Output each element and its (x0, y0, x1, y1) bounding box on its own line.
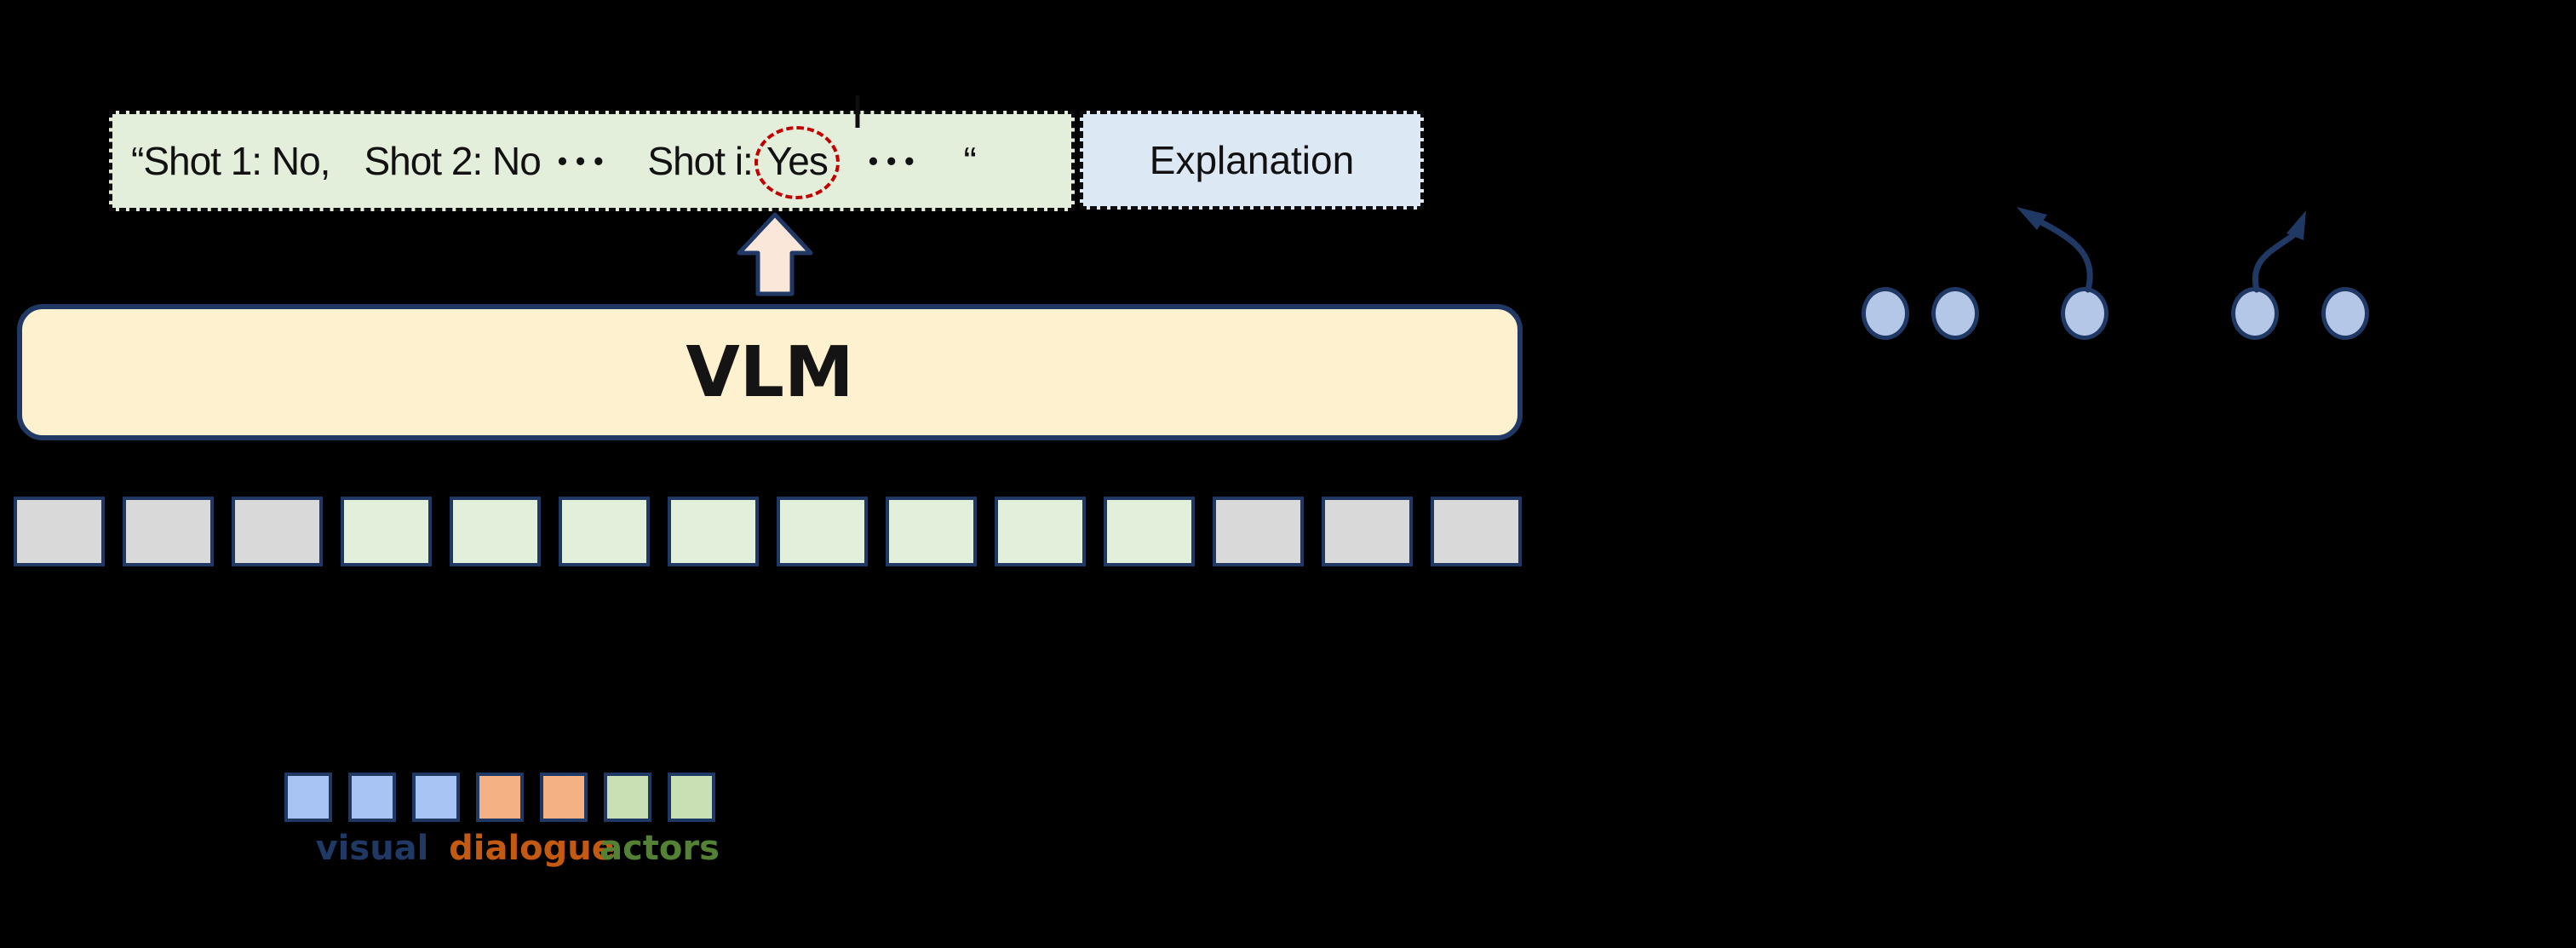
up-block-arrow-icon (737, 212, 813, 296)
legend-group-visual: visual (284, 773, 460, 868)
actors-swatch (604, 773, 651, 822)
curved-arrow-left-head-icon (2017, 207, 2047, 230)
legend-group-dialogue: dialogue (449, 773, 615, 868)
visual-swatch (348, 773, 396, 822)
answer-yes: Yes (766, 139, 829, 183)
token-square-green (668, 497, 759, 566)
vlm-label: VLM (686, 331, 854, 413)
explanation-label: Explanation (1149, 138, 1355, 182)
token-square-green (559, 497, 650, 566)
legend-label-dialogue: dialogue (449, 829, 615, 868)
ellipsis-dots: ••• (557, 145, 612, 176)
token-square-green (1104, 497, 1195, 566)
answer-shot2: Shot 2: No (364, 139, 541, 183)
token-square-green (886, 497, 977, 566)
legend-swatches (284, 773, 460, 822)
token-square-gray (1431, 497, 1522, 566)
curved-arrow-right-head-icon (2286, 210, 2306, 240)
dialogue-swatch (540, 773, 588, 822)
shot-circle (1862, 287, 1909, 340)
token-square-gray (1213, 497, 1304, 566)
answer-box: “Shot 1: No, Shot 2: No ••• Shot i: Yes … (109, 111, 1075, 211)
legend-swatches (476, 773, 588, 822)
visual-swatch (412, 773, 460, 822)
legend-label-visual: visual (315, 829, 429, 868)
answer-shot-i: Shot i: (647, 139, 753, 183)
token-square-gray (123, 497, 214, 566)
legend-label-actors: actors (600, 829, 720, 868)
curved-arrow-right (2252, 233, 2296, 293)
answer-shot1: “Shot 1: No, (131, 139, 330, 183)
shot-circle (2061, 287, 2108, 340)
curved-arrow-left (2040, 220, 2093, 293)
token-square-green (341, 497, 432, 566)
highlight-circle: Yes (754, 126, 840, 199)
shot-circle (2231, 287, 2279, 340)
token-square-green (995, 497, 1086, 566)
closing-quote: “ (963, 139, 977, 183)
token-row (14, 497, 1522, 566)
shot-circle (1931, 287, 1979, 340)
token-square-gray (1322, 497, 1413, 566)
visual-swatch (284, 773, 332, 822)
ellipsis-dots: ••• (868, 145, 923, 176)
vlm-box: VLM (17, 304, 1523, 440)
explanation-box: Explanation (1080, 111, 1424, 210)
token-square-green (777, 497, 868, 566)
token-square-green (450, 497, 541, 566)
dialogue-swatch (476, 773, 524, 822)
token-square-gray (232, 497, 323, 566)
token-square-gray (14, 497, 105, 566)
shot-circle (2321, 287, 2369, 340)
legend-group-actors: actors (600, 773, 720, 868)
legend-swatches (604, 773, 715, 822)
actors-swatch (668, 773, 715, 822)
